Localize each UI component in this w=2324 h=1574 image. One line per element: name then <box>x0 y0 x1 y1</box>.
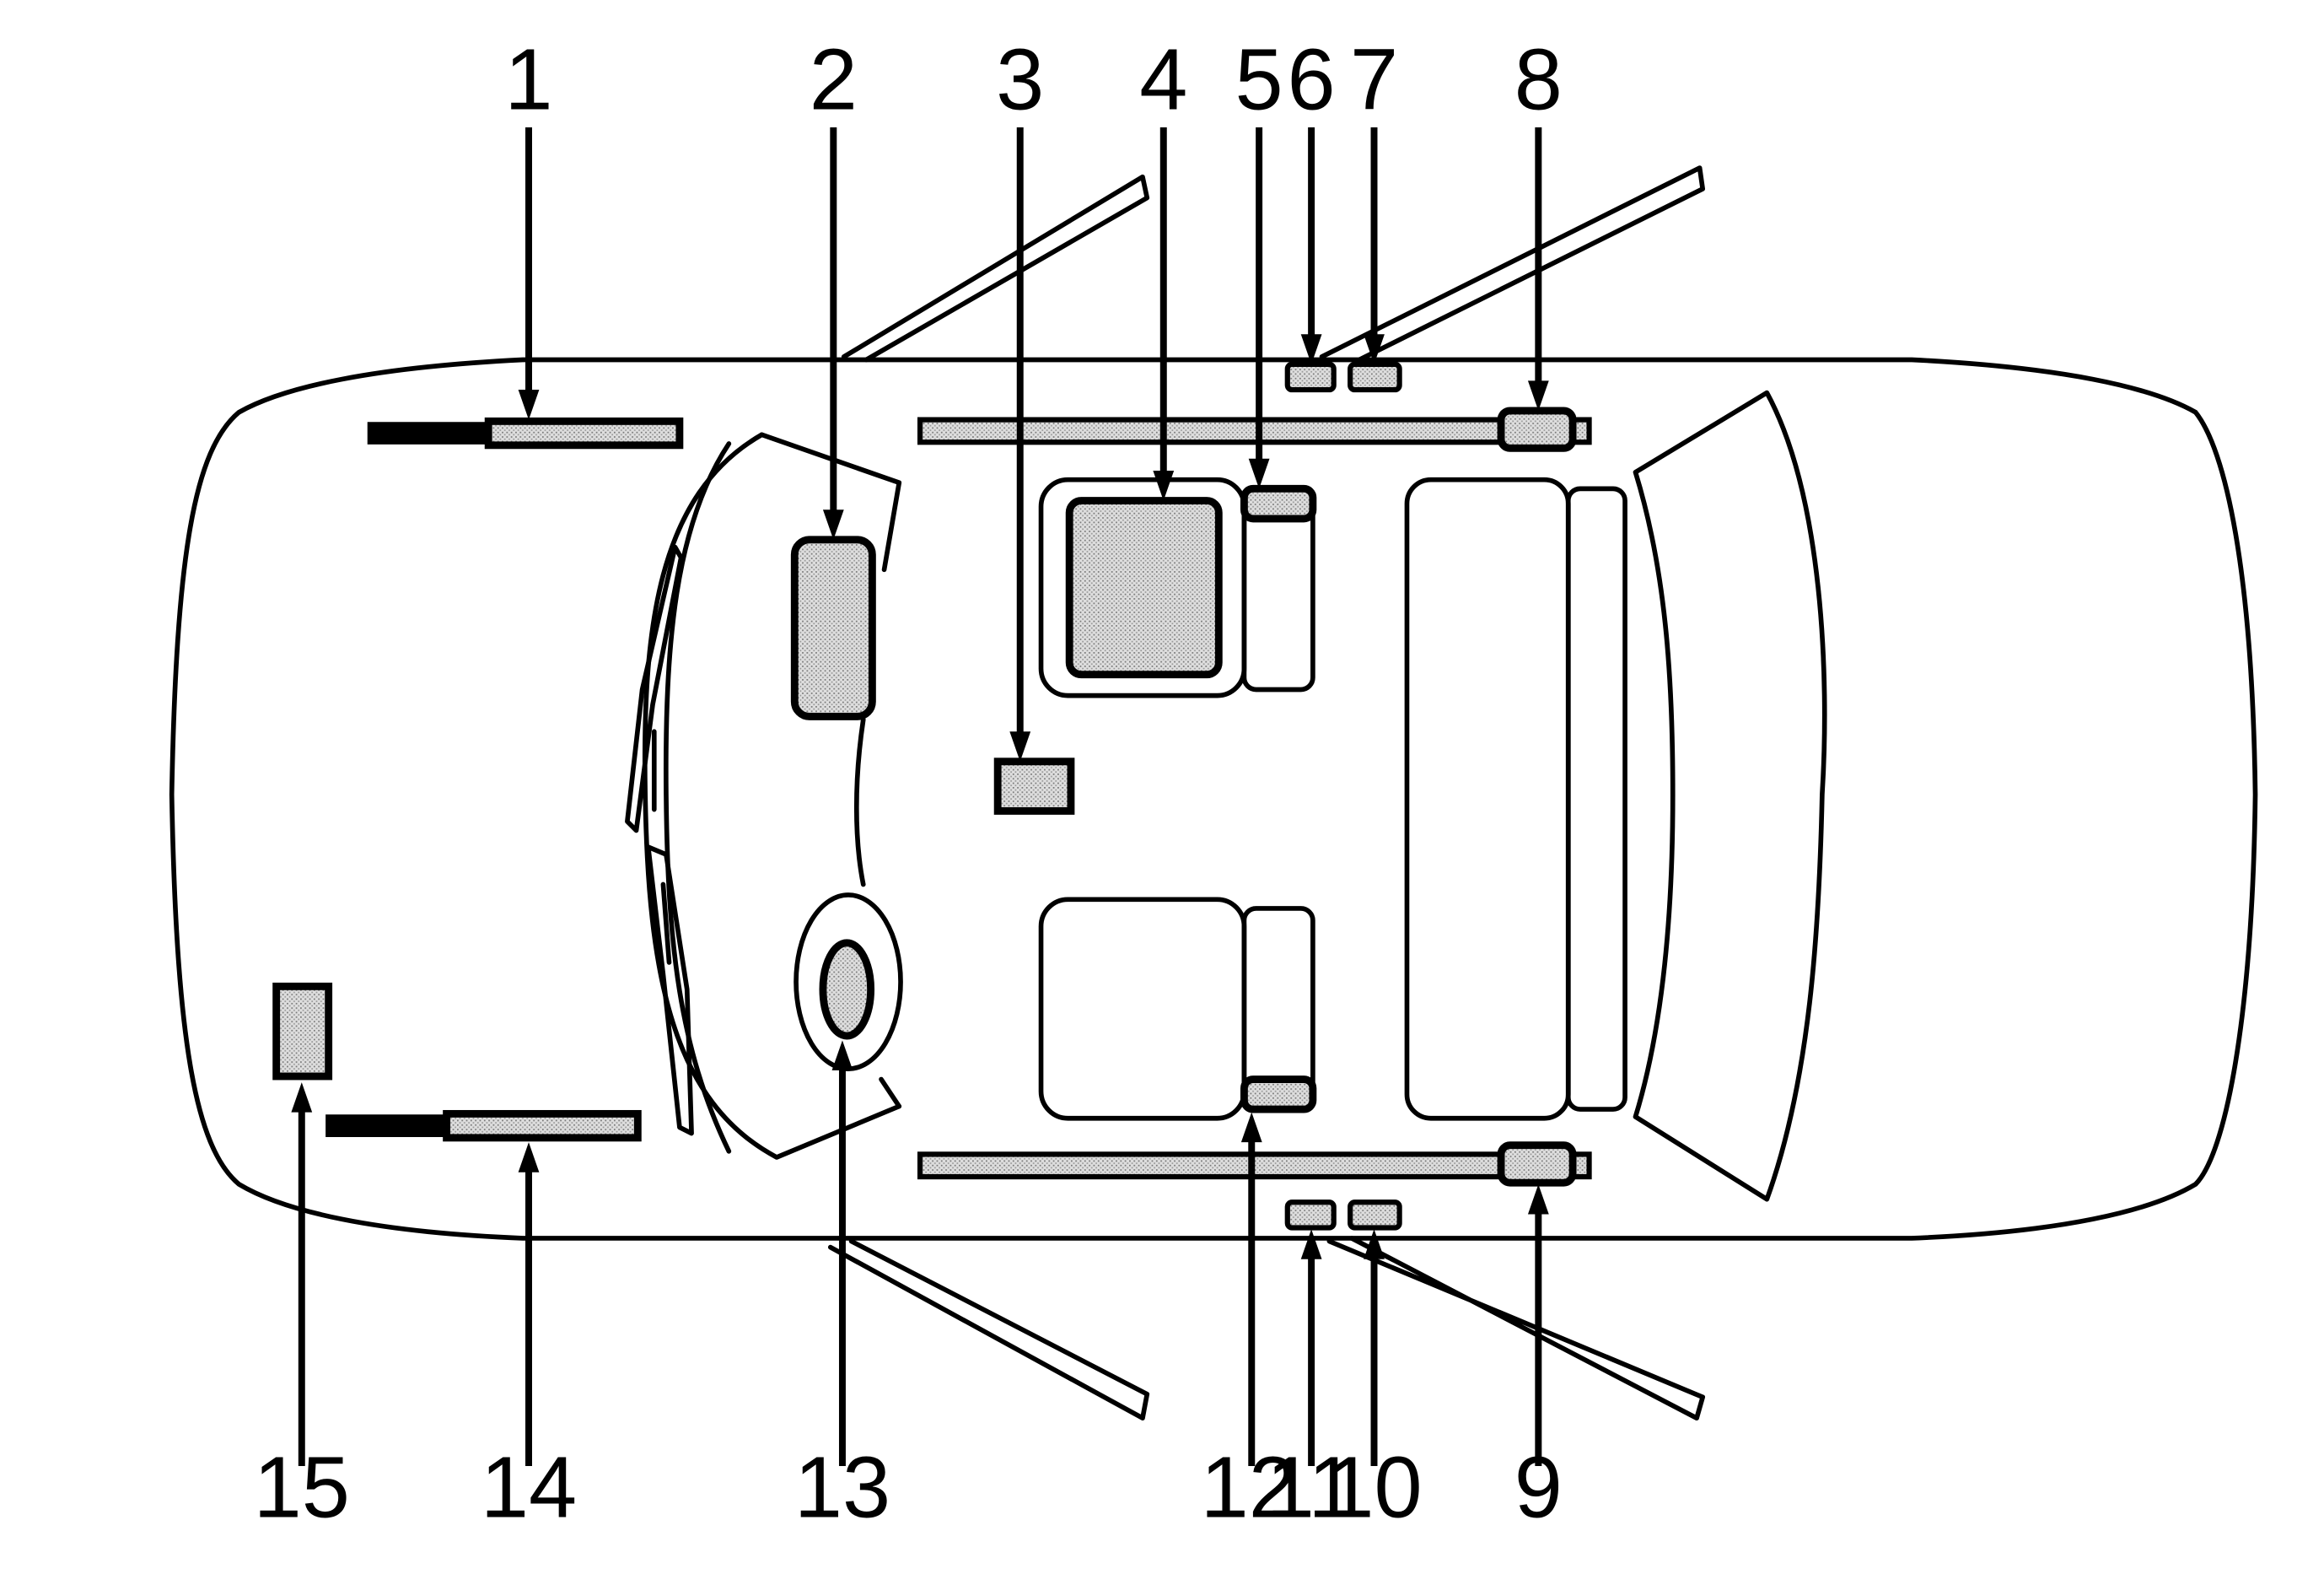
callout-6: 6 <box>1288 31 1336 128</box>
vehicle-outline <box>169 357 2258 1241</box>
callout-8: 8 <box>1514 31 1563 128</box>
passenger-seatback-module <box>1240 484 1317 523</box>
rear-door-line-left <box>1326 1236 1706 1421</box>
dash-top <box>663 441 732 1154</box>
front-passenger-seat-module <box>1065 497 1223 679</box>
callout-12: 12 <box>1201 1438 1297 1535</box>
left-side-module-b <box>1348 1199 1402 1231</box>
callout-5: 5 <box>1235 31 1283 128</box>
left-side-module-a <box>1284 1199 1337 1231</box>
callout-11-arrowhead <box>1300 1229 1322 1259</box>
rear-window <box>1633 390 1827 1202</box>
callout-2-arrowhead <box>822 509 844 540</box>
front-door-line-right <box>841 174 1150 363</box>
steering-wheel-module <box>819 939 875 1040</box>
left-roof-rail-module <box>1497 1141 1577 1187</box>
driver-seatback-module <box>1240 1075 1317 1113</box>
center-console-module <box>993 757 1075 815</box>
callout-2: 2 <box>810 31 858 128</box>
callout-labels: 1 2 3 4 5 6 7 8 9 10 11 12 13 14 15 <box>254 31 1563 1536</box>
callout-1: 1 <box>504 31 552 128</box>
callout-14: 14 <box>481 1438 577 1535</box>
callout-10-arrowhead <box>1364 1229 1385 1259</box>
front-door-line-left <box>827 1238 1150 1421</box>
front-center-sensor <box>272 982 333 1081</box>
callout-4: 4 <box>1139 31 1187 128</box>
callout-9: 9 <box>1514 1438 1563 1535</box>
callout-arrows <box>291 127 1549 1467</box>
windshield-top <box>759 432 902 573</box>
rear-seatback <box>1565 486 1627 1112</box>
right-roof-rail <box>917 417 1592 445</box>
driver-seat <box>1038 897 1247 1121</box>
right-roof-rail-module <box>1497 407 1577 452</box>
wiper-arm <box>651 729 672 965</box>
callout-4-arrowhead <box>1153 471 1175 501</box>
callout-15-arrowhead <box>291 1082 313 1113</box>
callout-13: 13 <box>794 1438 890 1535</box>
components <box>272 361 1592 1231</box>
windshield-edge <box>879 1076 902 1109</box>
callout-9-arrowhead <box>1527 1183 1549 1215</box>
right-side-module-b <box>1348 361 1402 393</box>
rear-seat-cushion <box>1404 477 1571 1121</box>
callout-8-arrowhead <box>1527 380 1549 411</box>
wiper-upper <box>625 544 684 833</box>
rear-door-line-right <box>1319 165 1706 363</box>
callout-10: 10 <box>1326 1438 1422 1535</box>
callout-14-arrowhead <box>518 1142 540 1172</box>
callout-3-arrowhead <box>1009 731 1031 762</box>
front-left-sensor <box>484 417 684 450</box>
callout-1-arrowhead <box>518 390 540 420</box>
passenger-instrument-panel-module <box>790 536 876 720</box>
callout-11: 11 <box>1267 1438 1357 1535</box>
callout-7: 7 <box>1350 31 1398 128</box>
callout-7-arrowhead <box>1364 334 1385 364</box>
callout-6-arrowhead <box>1300 334 1322 364</box>
callout-15: 15 <box>254 1438 350 1535</box>
front-right-sensor <box>443 1109 642 1142</box>
callout-12-arrowhead <box>1240 1112 1262 1143</box>
callout-3: 3 <box>996 31 1044 128</box>
callout-13-arrowhead <box>831 1040 853 1070</box>
callout-5-arrowhead <box>1248 458 1270 489</box>
vehicle-body <box>169 165 2258 1421</box>
dash-line <box>853 717 866 887</box>
right-side-module-a <box>1284 361 1337 393</box>
wiper-lower <box>645 844 694 1136</box>
